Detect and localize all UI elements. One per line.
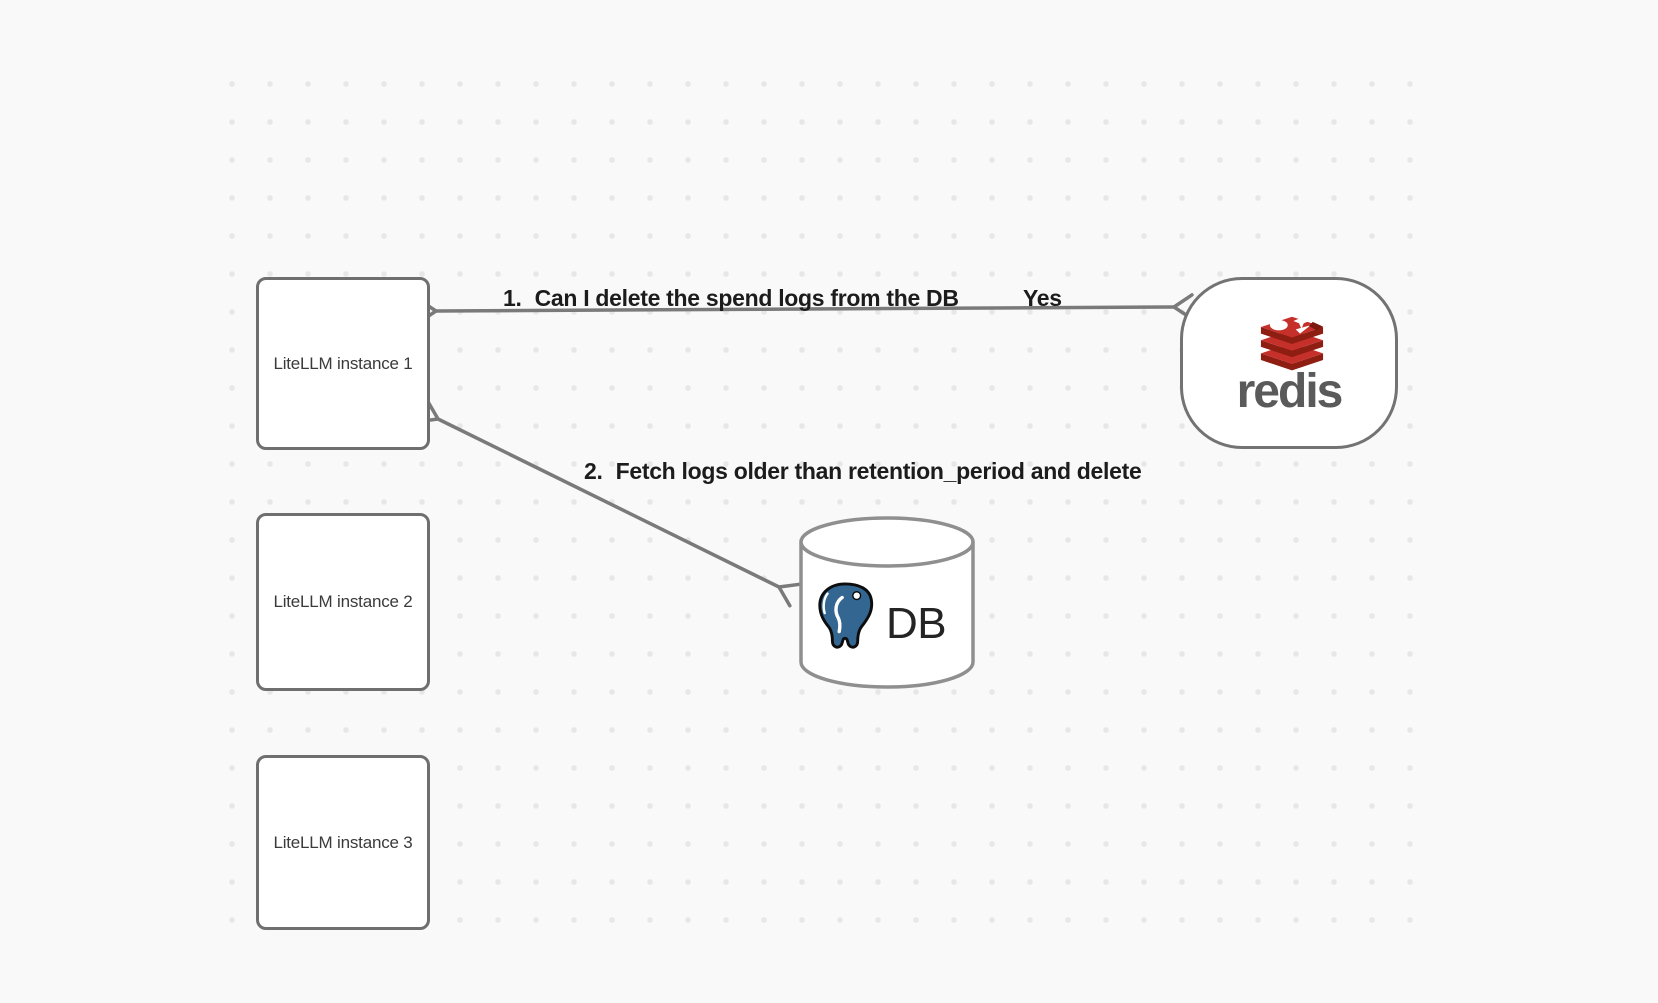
annotation-text: Yes [1023, 285, 1062, 311]
annotation-number: 2. [584, 458, 603, 484]
annotation-number: 1. [503, 285, 522, 311]
database-label: DB [886, 599, 947, 648]
node-label: LiteLLM instance 2 [273, 592, 413, 611]
annotation-step-2[interactable]: 2. Fetch logs older than retention_perio… [584, 458, 1142, 486]
node-database[interactable]: DB [798, 515, 976, 690]
node-redis[interactable]: redis [1180, 277, 1398, 449]
redis-wordmark: redis [1236, 365, 1344, 418]
annotation-step-1[interactable]: 1. Can I delete the spend logs from the … [503, 285, 959, 313]
postgresql-elephant-icon [818, 582, 874, 649]
node-litellm-instance-1[interactable]: LiteLLM instance 1 [256, 277, 430, 450]
annotation-text: Can I delete the spend logs from the DB [534, 285, 959, 311]
redis-logo-icon [1260, 312, 1324, 371]
node-label: LiteLLM instance 1 [273, 353, 413, 373]
node-litellm-instance-2[interactable]: LiteLLM instance 2 [256, 513, 430, 691]
database-cylinder-icon [799, 516, 975, 689]
node-litellm-instance-3[interactable]: LiteLLM instance 3 [256, 755, 430, 930]
arrow-instance1-redis[interactable] [416, 293, 1194, 325]
annotation-text: Fetch logs older than retention_period a… [615, 458, 1142, 484]
annotation-yes-response[interactable]: Yes [1023, 285, 1062, 313]
arrow-instance1-db[interactable] [414, 398, 803, 608]
node-label: LiteLLM instance 3 [273, 832, 413, 852]
